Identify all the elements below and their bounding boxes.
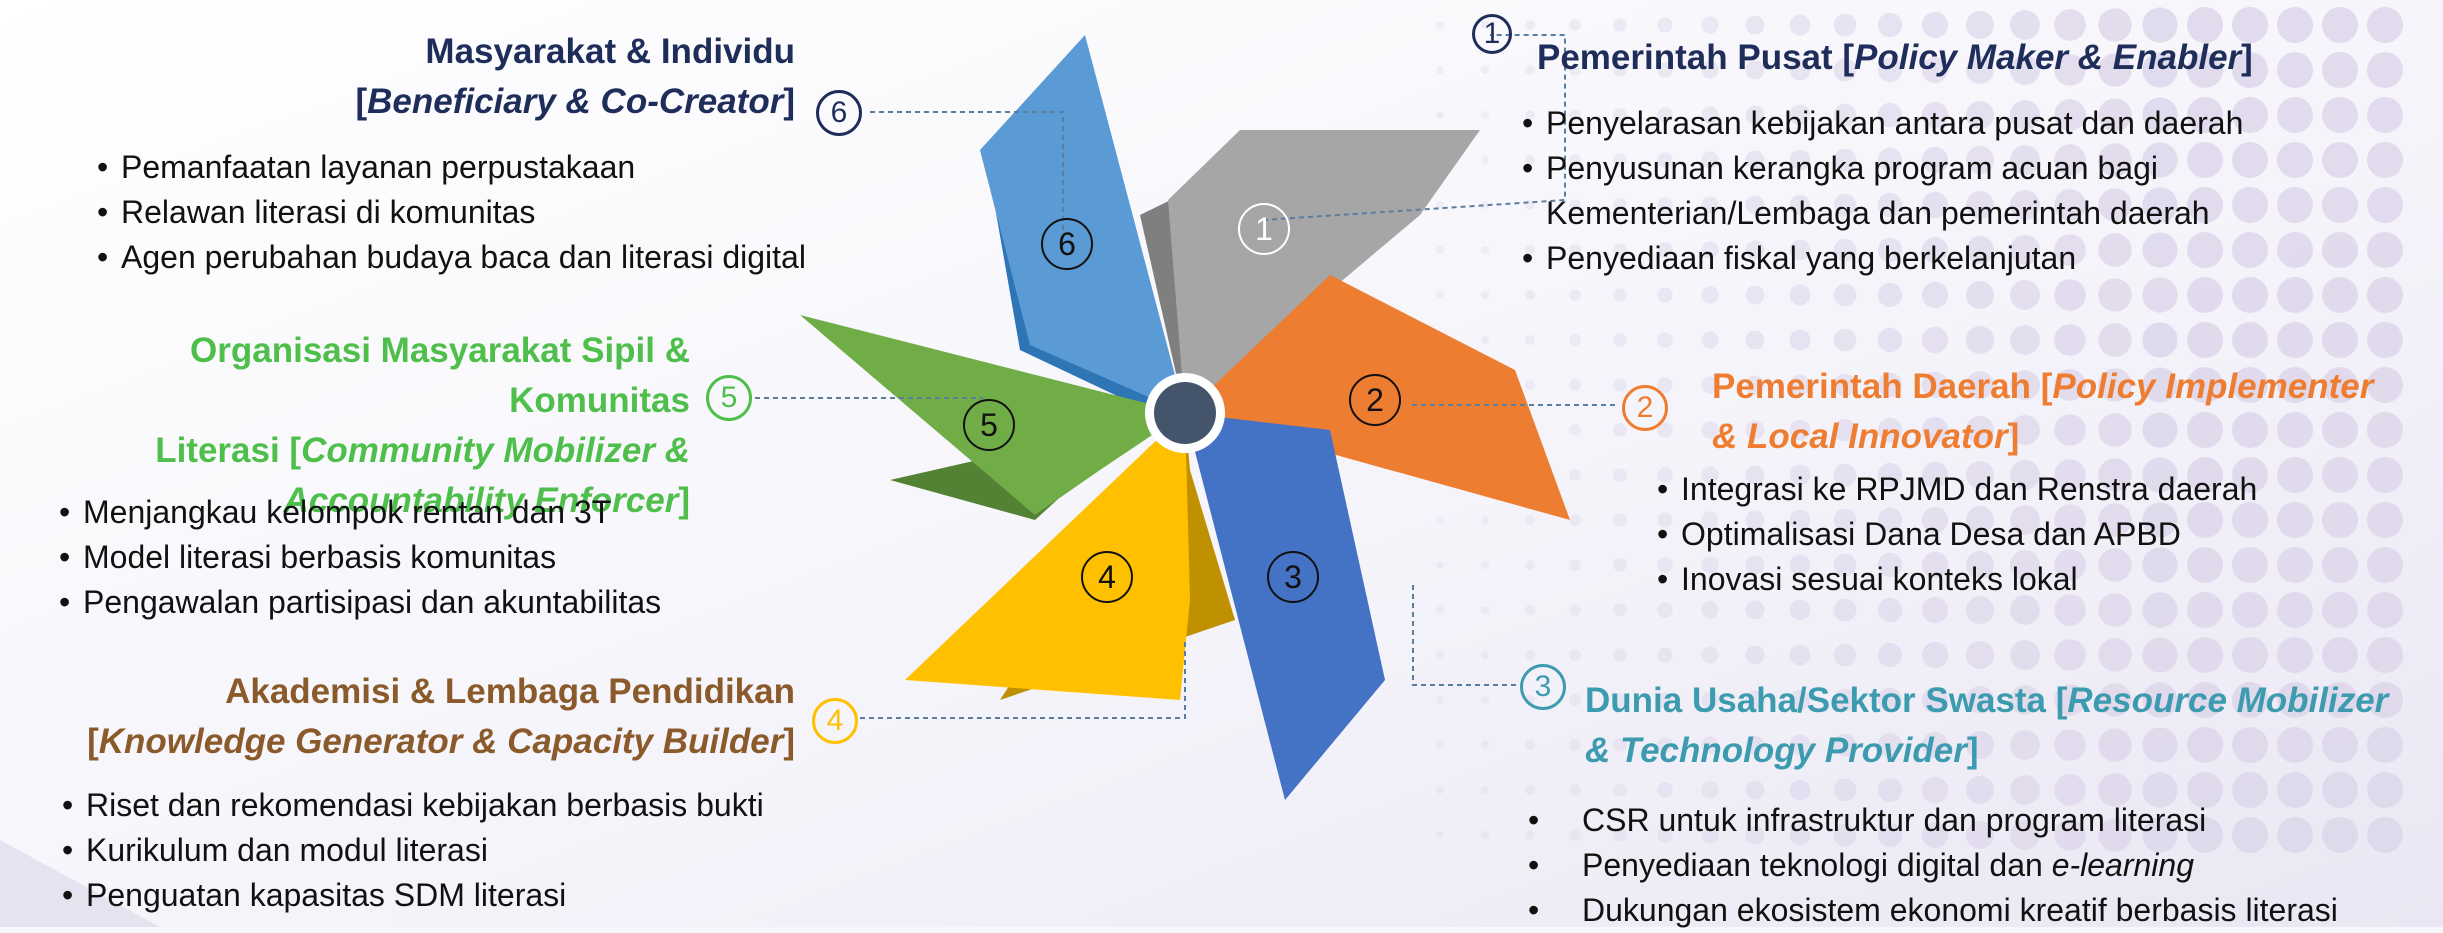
list-item: Dukungan ekosistem ekonomi kreatif berba…	[1520, 888, 2338, 933]
list-item: Kementerian/Lembaga dan pemerintah daera…	[1546, 195, 2210, 231]
list-item: Riset dan rekomendasi kebijakan berbasis…	[62, 783, 764, 828]
blade-pin-4: 4	[1081, 551, 1133, 603]
badge-5: 5	[706, 375, 752, 421]
list-item: Kurikulum dan modul literasi	[62, 828, 764, 873]
stakeholder-5-list: Menjangkau kelompok rentan dan 3T Model …	[59, 490, 661, 625]
badge-2: 2	[1622, 385, 1668, 431]
list-item: Penyediaan teknologi digital dan e-learn…	[1520, 843, 2338, 888]
blade-3	[1185, 413, 1385, 800]
stakeholder-6-title: Masyarakat & Individu [Beneficiary & Co-…	[355, 32, 795, 121]
stakeholder-1-title: Pemerintah Pusat [Policy Maker & Enabler…	[1537, 38, 2253, 77]
list-item: CSR untuk infrastruktur dan program lite…	[1520, 798, 2338, 843]
blade-pin-3: 3	[1267, 551, 1319, 603]
stakeholder-2-title: Pemerintah Daerah [Policy Implementer & …	[1712, 367, 2374, 456]
stakeholder-2-list: Integrasi ke RPJMD dan Renstra daerah Op…	[1657, 467, 2257, 602]
badge-4: 4	[812, 698, 858, 744]
list-item: Model literasi berbasis komunitas	[59, 535, 661, 580]
hub-center	[1154, 382, 1216, 444]
blade-1	[1168, 130, 1480, 413]
list-item: Menjangkau kelompok rentan dan 3T	[59, 490, 661, 535]
stakeholder-4-list: Riset dan rekomendasi kebijakan berbasis…	[62, 783, 764, 918]
list-item: Penguatan kapasitas SDM literasi	[62, 873, 764, 918]
list-item: Pemanfaatan layanan perpustakaan	[97, 145, 806, 190]
list-item: Penyusunan kerangka program acuan bagi	[1522, 146, 2243, 191]
list-item: Penyelarasan kebijakan antara pusat dan …	[1522, 101, 2243, 146]
list-item: Relawan literasi di komunitas	[97, 190, 806, 235]
stakeholder-3-title: Dunia Usaha/Sektor Swasta [Resource Mobi…	[1585, 681, 2389, 770]
blade-4	[905, 413, 1190, 700]
badge-3: 3	[1520, 664, 1566, 710]
connector-lines	[755, 34, 1618, 719]
list-item: Integrasi ke RPJMD dan Renstra daerah	[1657, 467, 2257, 512]
list-item: Inovasi sesuai konteks lokal	[1657, 557, 2257, 602]
badge-1: 1	[1472, 14, 1512, 54]
blade-pin-1: 1	[1238, 203, 1290, 255]
blade-pin-5: 5	[963, 399, 1015, 451]
list-item: Optimalisasi Dana Desa dan APBD	[1657, 512, 2257, 557]
stakeholder-6-list: Pemanfaatan layanan perpustakaan Relawan…	[97, 145, 806, 280]
blade-pin-2: 2	[1349, 374, 1401, 426]
badge-6: 6	[816, 90, 862, 136]
list-item: Agen perubahan budaya baca dan literasi …	[97, 235, 806, 280]
stakeholder-4-title: Akademisi & Lembaga Pendidikan [Knowledg…	[87, 672, 795, 761]
list-item: Pengawalan partisipasi dan akuntabilitas	[59, 580, 661, 625]
blade-pin-6: 6	[1041, 218, 1093, 270]
list-item: Penyediaan fiskal yang berkelanjutan	[1522, 236, 2243, 281]
stakeholder-3-list: CSR untuk infrastruktur dan program lite…	[1520, 798, 2338, 933]
stakeholder-1-list: Penyelarasan kebijakan antara pusat dan …	[1522, 101, 2243, 281]
